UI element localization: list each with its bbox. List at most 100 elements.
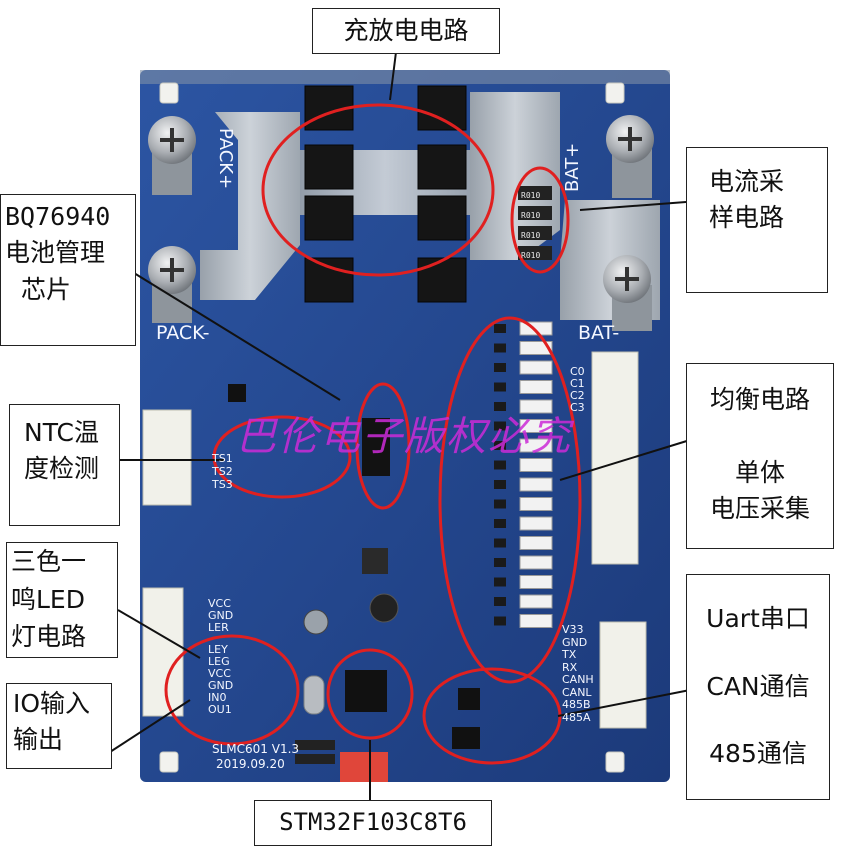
- label-spacer: [687, 418, 833, 454]
- balance-resistor: [519, 536, 553, 550]
- label-charge-discharge-text: 充放电电路: [343, 16, 469, 45]
- balance-resistor: [519, 614, 553, 628]
- balance-mosfet: [494, 421, 506, 431]
- balance-mosfet: [494, 616, 506, 626]
- capacitor-2: [369, 593, 399, 623]
- screw-pack-plus: [148, 116, 196, 195]
- balance-resistor: [519, 575, 553, 589]
- label-current-sampling-line: 电流采: [709, 167, 785, 196]
- label-balance-cell: 均衡电路 单体 电压采集: [686, 363, 834, 549]
- balance-mosfet: [494, 519, 506, 528]
- silk-io-pin: GND: [208, 679, 234, 692]
- label-comm: Uart串口 CAN通信 485通信: [686, 574, 830, 800]
- silk-io-pin: VCC: [208, 667, 231, 680]
- silk-cell-pin: C1: [570, 377, 585, 390]
- silk-led-pin: LER: [208, 621, 229, 634]
- silk-resistor-mark: R010: [521, 251, 541, 260]
- balance-mosfet: [494, 538, 506, 548]
- silk-led-pins: VCC GND LER: [208, 598, 233, 634]
- balance-mosfet: [494, 558, 506, 567]
- balance-resistor: [519, 341, 553, 355]
- silk-bat-minus: BAT-: [578, 322, 620, 344]
- silk-comm-pin: TX: [562, 648, 577, 661]
- bq76940-chip: [362, 418, 390, 476]
- balance-mosfet: [494, 597, 506, 606]
- silk-comm-pin: CANL: [562, 685, 592, 699]
- board-standoffs: [159, 82, 625, 773]
- balance-resistor: [519, 438, 553, 453]
- label-mcu-text: STM32F103C8T6: [279, 808, 467, 836]
- silk-comm-pin: 485B: [562, 698, 591, 711]
- label-ntc: NTC温 度检测: [9, 404, 120, 526]
- comm-connector: [599, 621, 647, 729]
- silk-io-pins: LEY LEG VCC GND IN0 OU1: [208, 644, 233, 716]
- label-led-line: 鸣LED: [11, 584, 85, 614]
- silk-resistor-mark: R010: [521, 211, 541, 220]
- silk-comm-pin: V33: [562, 623, 584, 636]
- label-cell-voltage-line: 单体: [734, 457, 785, 487]
- silk-resistor-mark: R010: [521, 191, 541, 200]
- label-current-sampling: 电流采 样电路: [686, 147, 828, 293]
- copper-plate-left: [200, 112, 300, 300]
- balance-resistors: [494, 321, 553, 628]
- silk-ntc-pins: TS1 TS2 TS3: [212, 452, 233, 491]
- balance-resistor: [519, 516, 553, 531]
- silk-comm-pin: CANH: [562, 673, 594, 686]
- label-bms-chip-line: BQ76940: [5, 202, 111, 231]
- silk-model: SLMC601 V1.3: [212, 742, 300, 756]
- silk-pack-plus: PACK+: [215, 128, 236, 190]
- balance-mosfet: [494, 382, 506, 392]
- label-io-line: IO输入: [13, 689, 91, 718]
- silk-comm-pins: V33 GND TX RX CANH CANL 485B 485A: [562, 623, 594, 724]
- crystal-oscillator: [303, 675, 325, 715]
- balance-mosfet: [494, 577, 506, 587]
- silk-cell-pins: C0 C1 C2 C3: [570, 366, 585, 414]
- pin-header: [295, 740, 335, 764]
- silk-cell-pin: C2: [570, 389, 585, 402]
- silk-resistor-marks: R010 R010 R010 R010: [521, 186, 540, 266]
- balance-resistor: [519, 477, 553, 492]
- silk-led-pin: GND: [208, 609, 234, 622]
- screw-bat-minus: [603, 255, 652, 331]
- balance-mosfet: [494, 460, 506, 470]
- label-ntc-line: 度检测: [24, 454, 100, 484]
- label-cell-voltage-line: 电压采集: [709, 493, 810, 523]
- balance-mosfet: [494, 499, 506, 509]
- label-mcu: STM32F103C8T6: [254, 800, 492, 846]
- screw-bat-plus: [606, 115, 654, 198]
- inductor: [362, 548, 388, 574]
- silk-comm-pin: RX: [562, 660, 578, 674]
- label-bms-chip-line: 芯片: [21, 274, 72, 304]
- io-connector: [142, 587, 184, 717]
- push-button: [228, 384, 246, 402]
- silk-bat-plus: BAT+: [562, 142, 583, 192]
- watermark: 巴伦电子版权必究: [236, 414, 572, 460]
- silk-resistor-mark: R010: [521, 231, 541, 240]
- balance-resistor: [519, 360, 553, 375]
- stm32-chip: [345, 670, 387, 712]
- label-led-line: 灯电路: [11, 622, 87, 651]
- balance-mosfet: [494, 402, 506, 411]
- shunt-resistors: [518, 186, 552, 260]
- silk-ntc-pin: TS2: [212, 465, 233, 478]
- balance-resistor: [519, 497, 553, 511]
- label-ntc-line: NTC温: [24, 418, 99, 447]
- balance-mosfet: [494, 363, 506, 372]
- balance-mosfet: [494, 343, 506, 353]
- silk-io-pin: LEG: [208, 655, 230, 668]
- silk-led-pin: VCC: [208, 597, 231, 610]
- board-top-edge: [140, 70, 670, 84]
- balance-resistor: [519, 399, 553, 414]
- ntc-connector: [142, 409, 192, 506]
- balance-mosfet: [494, 441, 506, 450]
- balance-resistor: [519, 594, 553, 609]
- label-balance: 均衡电路: [709, 385, 810, 414]
- label-io: IO输入 输出: [6, 683, 112, 769]
- label-led-line: 三色一: [11, 547, 87, 576]
- silk-date: 2019.09.20: [216, 757, 285, 771]
- leader-lines: [109, 51, 691, 800]
- silk-io-pin: IN0: [208, 691, 227, 704]
- balance-mosfet: [494, 324, 506, 333]
- label-comm-line: 485通信: [709, 739, 807, 768]
- silk-io-pin: LEY: [208, 643, 228, 656]
